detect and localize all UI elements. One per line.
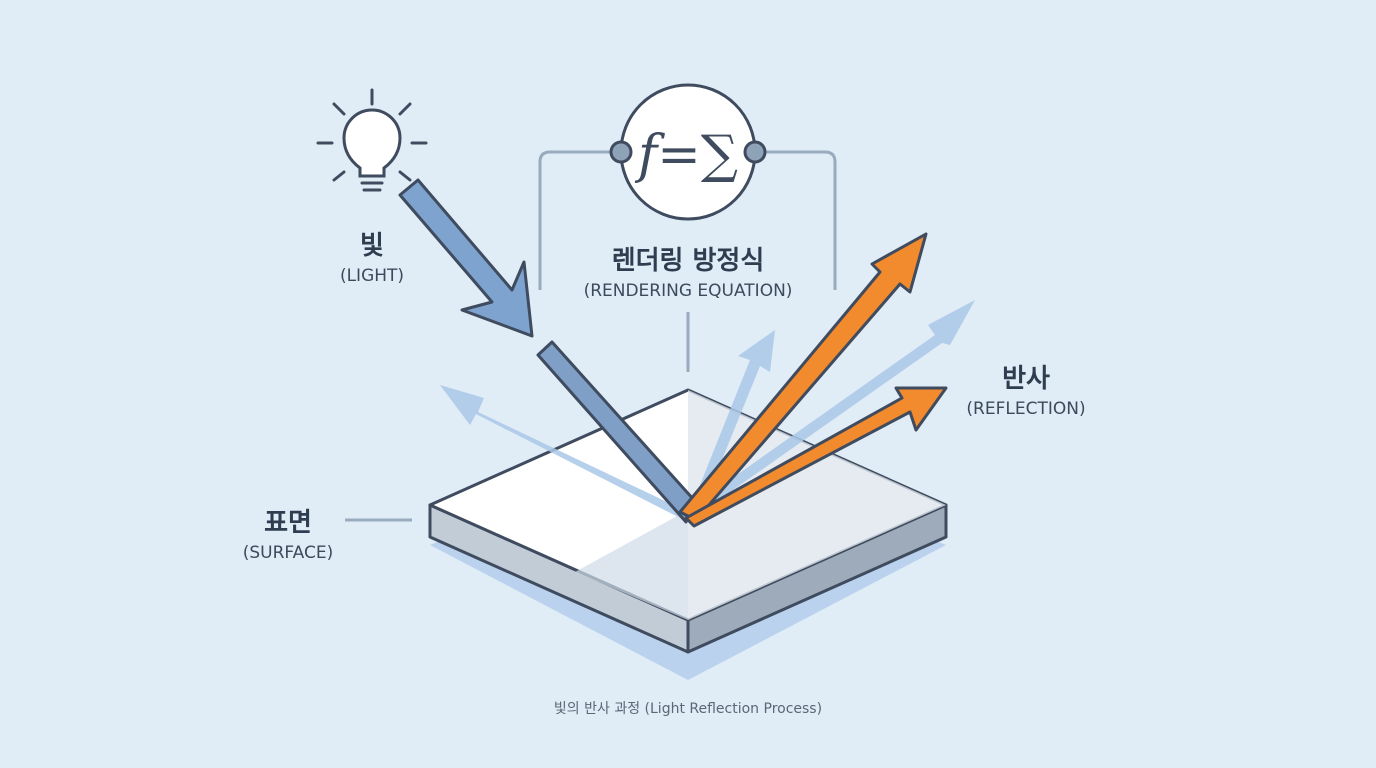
equation-bracket: [538, 150, 837, 372]
light-bulb-icon: [316, 88, 428, 192]
equation-title-en: (RENDERING EQUATION): [583, 281, 793, 301]
light-title-ko: 빛: [360, 231, 384, 261]
incoming-light-arrow: [398, 178, 534, 338]
reflection-arrow-secondary: [684, 386, 948, 528]
caption: 빛의 반사 과정 (Light Reflection Process): [553, 701, 823, 717]
reflection-label: 반사 (REFLECTION): [956, 358, 1096, 419]
connector-dot-left: [609, 140, 633, 164]
equation-title-ko: 렌더링 방정식: [611, 246, 765, 276]
scatter-arrows: [440, 300, 975, 520]
scatter-arrow-right: [690, 300, 975, 516]
light-label: 빛 (LIGHT): [322, 225, 422, 286]
equation-formula: f=∑: [634, 125, 738, 185]
surface-label: 표면 (SURFACE): [228, 502, 348, 563]
reflection-title-en: (REFLECTION): [966, 399, 1086, 419]
connector-dot-right: [743, 140, 767, 164]
reflection-title-ko: 반사: [1002, 364, 1050, 394]
surface-title-ko: 표면: [264, 508, 312, 538]
scatter-arrow-left: [440, 385, 688, 520]
equation-label: 렌더링 방정식 (RENDERING EQUATION): [538, 240, 838, 301]
light-title-en: (LIGHT): [339, 266, 405, 286]
surface-title-en: (SURFACE): [242, 543, 334, 563]
scatter-arrow-up: [690, 330, 775, 514]
reflection-arrow-main: [678, 232, 928, 522]
